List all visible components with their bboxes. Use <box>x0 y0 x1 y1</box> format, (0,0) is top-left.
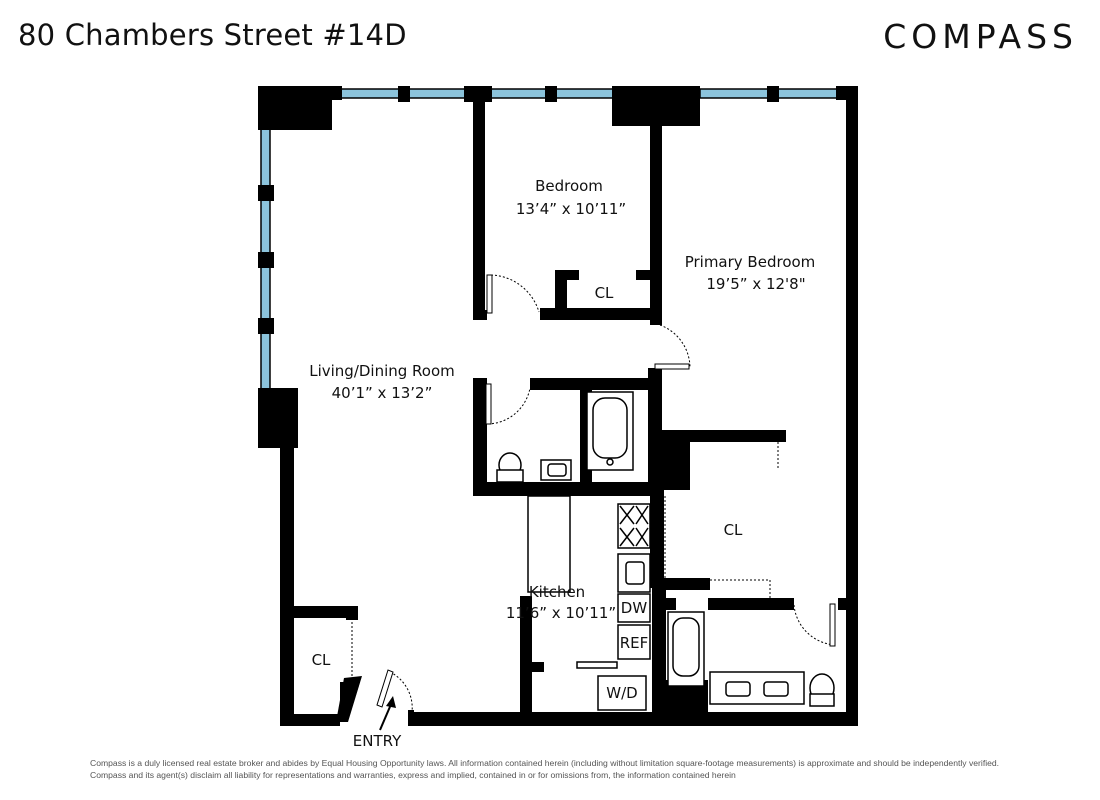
wall <box>258 86 332 130</box>
wall <box>473 100 485 320</box>
wall <box>473 310 487 320</box>
room-dims-primary: 19’5” x 12'8" <box>706 275 805 293</box>
listing-address: 80 Chambers Street #14D <box>18 18 407 52</box>
wall <box>408 710 414 726</box>
bathtub-inner <box>592 397 628 459</box>
wall <box>292 606 358 618</box>
vanity-basin <box>725 681 751 697</box>
wall <box>662 578 710 590</box>
room-dims-kitchen: 11’6” x 10’11” <box>506 604 616 622</box>
refrigerator-box <box>617 624 651 660</box>
door-leaf <box>654 363 690 370</box>
door-arc-bath <box>487 387 531 425</box>
door-closet-top <box>710 579 771 598</box>
door-leaf <box>829 603 836 647</box>
dishwasher-label: DW <box>621 599 648 617</box>
closet-label-primary: CL <box>724 521 743 539</box>
walls <box>258 86 858 726</box>
vanity <box>709 671 805 705</box>
vanity-basin <box>763 681 789 697</box>
toilet-tank-2 <box>809 693 835 707</box>
wall <box>648 430 786 442</box>
door-arc-primary <box>659 324 691 369</box>
closet-label-bedroom: CL <box>595 284 614 302</box>
room-name-primary: Primary Bedroom <box>685 253 816 271</box>
kitchen-sink-basin <box>625 561 645 585</box>
windows <box>260 88 841 391</box>
toilet-tank <box>496 469 524 483</box>
room-name-living: Living/Dining Room <box>309 362 455 380</box>
counter-bar <box>576 661 618 669</box>
wall <box>708 598 794 610</box>
wall <box>346 606 358 620</box>
wall <box>258 185 274 201</box>
room-labels: Bedroom 13’4” x 10’11” Primary Bedroom 1… <box>309 177 815 750</box>
sink-basin <box>547 463 567 477</box>
entry-label: ENTRY <box>353 732 402 750</box>
wall <box>398 86 410 102</box>
wall <box>612 86 700 126</box>
bathtub-drain <box>606 458 614 466</box>
wall <box>280 714 340 726</box>
room-dims-bedroom: 13’4” x 10’11” <box>516 200 626 218</box>
wall <box>258 388 298 448</box>
closet-label-entry: CL <box>312 651 331 669</box>
wall <box>530 378 660 390</box>
wall <box>473 482 663 496</box>
wall <box>258 318 274 334</box>
wall <box>545 86 557 102</box>
wall <box>838 598 848 610</box>
room-name-bedroom: Bedroom <box>535 177 603 195</box>
wall <box>650 488 664 588</box>
washer-dryer-box <box>597 675 647 711</box>
wall <box>412 712 858 726</box>
door-arc-bath2 <box>793 604 837 646</box>
wall <box>540 308 662 320</box>
wall <box>530 662 544 672</box>
wall <box>555 270 579 280</box>
wall <box>767 86 779 102</box>
wall <box>258 252 274 268</box>
room-name-kitchen: Kitchen <box>529 583 585 601</box>
wall <box>280 448 294 726</box>
door-leaf <box>485 383 492 425</box>
compass-logo: COMPASS <box>883 14 1078 58</box>
dishwasher-box <box>617 593 651 623</box>
door-leaves <box>376 274 836 708</box>
bathtub-2-inner <box>672 617 700 677</box>
doors <box>351 274 837 713</box>
door-leaf <box>376 669 394 708</box>
fixtures <box>496 391 835 711</box>
brand-wordmark: COMPASS <box>883 16 1078 56</box>
wall <box>464 86 492 102</box>
wall <box>662 598 676 610</box>
door-arc-entry <box>389 671 413 713</box>
room-dims-living: 40’1” x 13’2” <box>332 384 433 402</box>
entry-arrow-icon <box>379 696 396 731</box>
wall <box>473 378 487 496</box>
wall <box>336 676 362 722</box>
door-arc-bedroom <box>486 274 540 313</box>
door-leaf <box>486 274 493 314</box>
refrigerator-label: REF <box>620 634 649 652</box>
wall <box>662 440 690 490</box>
legal-disclaimer: Compass is a duly licensed real estate b… <box>90 758 1000 780</box>
wall <box>846 86 858 726</box>
wall <box>520 596 532 716</box>
wall <box>332 86 342 100</box>
wall <box>636 270 656 280</box>
washer-dryer-label: W/D <box>606 684 637 702</box>
wall <box>555 270 567 314</box>
kitchen-island <box>527 495 571 593</box>
wall <box>650 120 662 325</box>
